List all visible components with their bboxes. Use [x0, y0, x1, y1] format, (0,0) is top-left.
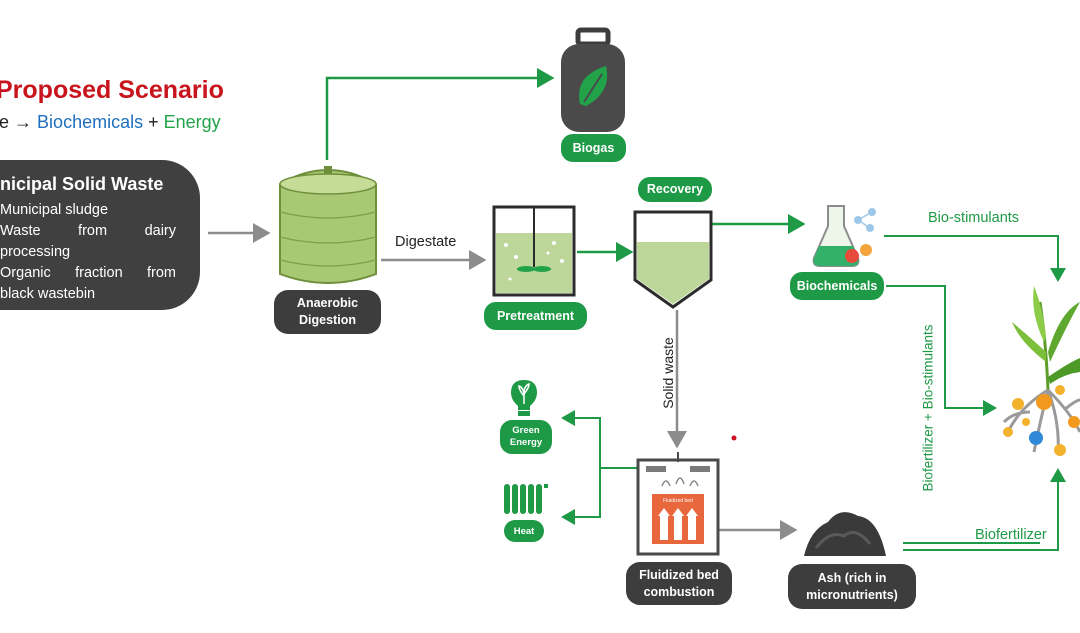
solid-waste-label: Solid waste — [660, 337, 676, 409]
municipal-solid-waste-box: nicipal Solid Waste Municipal sludge Was… — [0, 160, 200, 310]
arrow-biofertilizer — [903, 468, 1066, 551]
plant-icon — [1002, 286, 1080, 456]
digestate-label: Digestate — [395, 234, 457, 250]
msw-item: Waste from dairy — [0, 223, 176, 239]
biochemicals-flask-icon — [812, 205, 876, 267]
msw-item: Organic fraction from — [0, 265, 176, 281]
biofertilizer-bio-stimulants-label: Biofertilizer + Bio-stimulants — [920, 324, 936, 492]
biogas-cylinder-icon — [561, 27, 625, 132]
msw-item: Municipal sludge — [0, 202, 109, 218]
biochemicals-label: Biochemicals — [790, 272, 884, 300]
stray-dot — [731, 435, 737, 441]
arrow-digester-to-biogas — [325, 68, 555, 160]
msw-title: nicipal Solid Waste — [0, 174, 164, 194]
light-bulb-icon — [511, 380, 537, 416]
diagram-title: Proposed Scenario — [0, 76, 224, 104]
pretreatment-label: Pretreatment — [484, 302, 587, 330]
subtitle-energy: Energy — [163, 112, 221, 132]
digester-tank-icon — [279, 166, 377, 284]
fluidized-bed-combustion-label: Fluidized bed combustion — [626, 562, 732, 605]
msw-item: processing — [0, 244, 71, 260]
msw-item: black wastebin — [0, 286, 96, 302]
subtitle-prefix: te — [0, 112, 10, 132]
arrow-combustion-to-heat — [561, 467, 638, 525]
bio-stimulants-label: Bio-stimulants — [928, 210, 1020, 226]
subtitle-arrow: → — [14, 112, 33, 132]
fluidized-bed-inner-label: Fluidized bed — [663, 498, 693, 504]
green-energy-label: Green Energy — [500, 420, 552, 454]
subtitle-biochemicals: Biochemicals — [37, 112, 144, 132]
recovery-vessel-icon — [633, 210, 713, 309]
recovery-label: Recovery — [638, 177, 712, 202]
anaerobic-digestion-label: Anaerobic Digestion — [274, 290, 381, 334]
arrow-combustion-to-energy — [561, 410, 601, 468]
heat-label: Heat — [504, 520, 544, 542]
ash-pile-icon — [804, 512, 886, 556]
biofertilizer-label: Biofertilizer — [975, 527, 1047, 543]
biogas-label: Biogas — [561, 134, 626, 162]
arrow-biochemicals-to-plant — [886, 285, 997, 416]
diagram-subtitle: te → Biochemicals + Energy — [0, 112, 221, 133]
fluidized-bed-reactor-icon: Fluidized bed — [636, 452, 720, 556]
radiator-icon — [504, 484, 548, 514]
msw-item-list: Municipal sludge Waste from dairy proces… — [0, 200, 176, 305]
ash-label: Ash (rich in micronutrients) — [788, 564, 916, 609]
pretreatment-tank-icon — [492, 205, 576, 297]
arrow-bio-stimulants — [884, 235, 1066, 282]
subtitle-plus: + — [148, 112, 159, 132]
